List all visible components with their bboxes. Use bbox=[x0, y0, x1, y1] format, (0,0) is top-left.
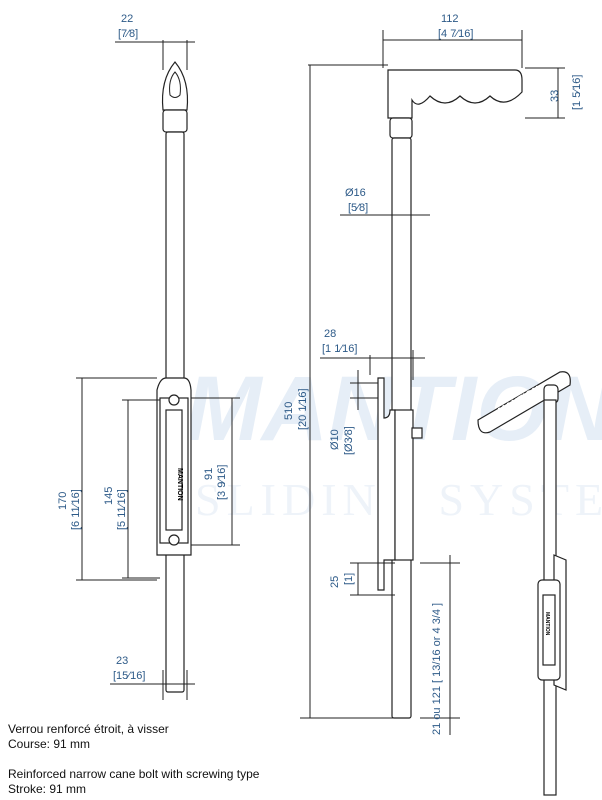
svg-text:23: 23 bbox=[116, 655, 128, 667]
svg-text:Ø16: Ø16 bbox=[345, 187, 366, 199]
front-dimension-lines bbox=[76, 40, 240, 700]
svg-text:28: 28 bbox=[324, 328, 336, 340]
svg-text:[6 11⁄16]: [6 11⁄16] bbox=[70, 489, 82, 530]
caption-fr-title: Verrou renforcé étroit, à visser bbox=[8, 722, 169, 736]
svg-text:Ø10: Ø10 bbox=[329, 429, 341, 450]
svg-text:[1]: [1] bbox=[343, 573, 355, 585]
side-view: MANTION bbox=[377, 69, 523, 719]
isometric-view: MANTION MANTION bbox=[477, 371, 571, 796]
caption-en-title: Reinforced narrow cane bolt with screwin… bbox=[8, 767, 260, 781]
caption-fr-stroke: Course: 91 mm bbox=[8, 737, 91, 751]
dim-knob-width: 22 bbox=[121, 13, 133, 25]
svg-text:MANTION: MANTION bbox=[176, 468, 183, 501]
front-view: MANTION bbox=[156, 61, 192, 693]
svg-text:[20 1⁄16]: [20 1⁄16] bbox=[297, 388, 309, 430]
svg-text:[1 1⁄16]: [1 1⁄16] bbox=[322, 343, 357, 355]
svg-text:25: 25 bbox=[329, 576, 341, 588]
svg-text:[4 7⁄16]: [4 7⁄16] bbox=[438, 28, 473, 40]
svg-text:510: 510 bbox=[283, 402, 295, 420]
svg-text:[3 9⁄16]: [3 9⁄16] bbox=[216, 465, 228, 500]
caption-en-stroke: Stroke: 91 mm bbox=[8, 782, 87, 796]
dim-knob-width-in: [7⁄8] bbox=[118, 28, 138, 40]
svg-text:112: 112 bbox=[441, 13, 459, 25]
caption-en: Reinforced narrow cane bolt with screwin… bbox=[8, 767, 259, 797]
svg-text:[Ø3⁄8]: [Ø3⁄8] bbox=[343, 426, 355, 455]
svg-text:145: 145 bbox=[103, 487, 115, 505]
svg-text:33: 33 bbox=[549, 90, 561, 102]
svg-text:MANTION: MANTION bbox=[544, 612, 550, 636]
svg-text:91: 91 bbox=[203, 468, 215, 480]
svg-text:[5 11⁄16]: [5 11⁄16] bbox=[116, 489, 128, 530]
svg-text:[5⁄8]: [5⁄8] bbox=[348, 202, 368, 214]
svg-text:[15⁄16]: [15⁄16] bbox=[113, 670, 145, 682]
side-dimension-lines bbox=[300, 30, 565, 735]
svg-text:[1 5⁄16]: [1 5⁄16] bbox=[571, 75, 583, 110]
svg-text:21 ou 121 [ 13/16 or 4 3/4 ]: 21 ou 121 [ 13/16 or 4 3/4 ] bbox=[431, 603, 443, 735]
caption-fr: Verrou renforcé étroit, à visser Course:… bbox=[8, 722, 169, 752]
svg-text:170: 170 bbox=[57, 492, 69, 510]
svg-text:MANTION: MANTION bbox=[420, 76, 481, 91]
